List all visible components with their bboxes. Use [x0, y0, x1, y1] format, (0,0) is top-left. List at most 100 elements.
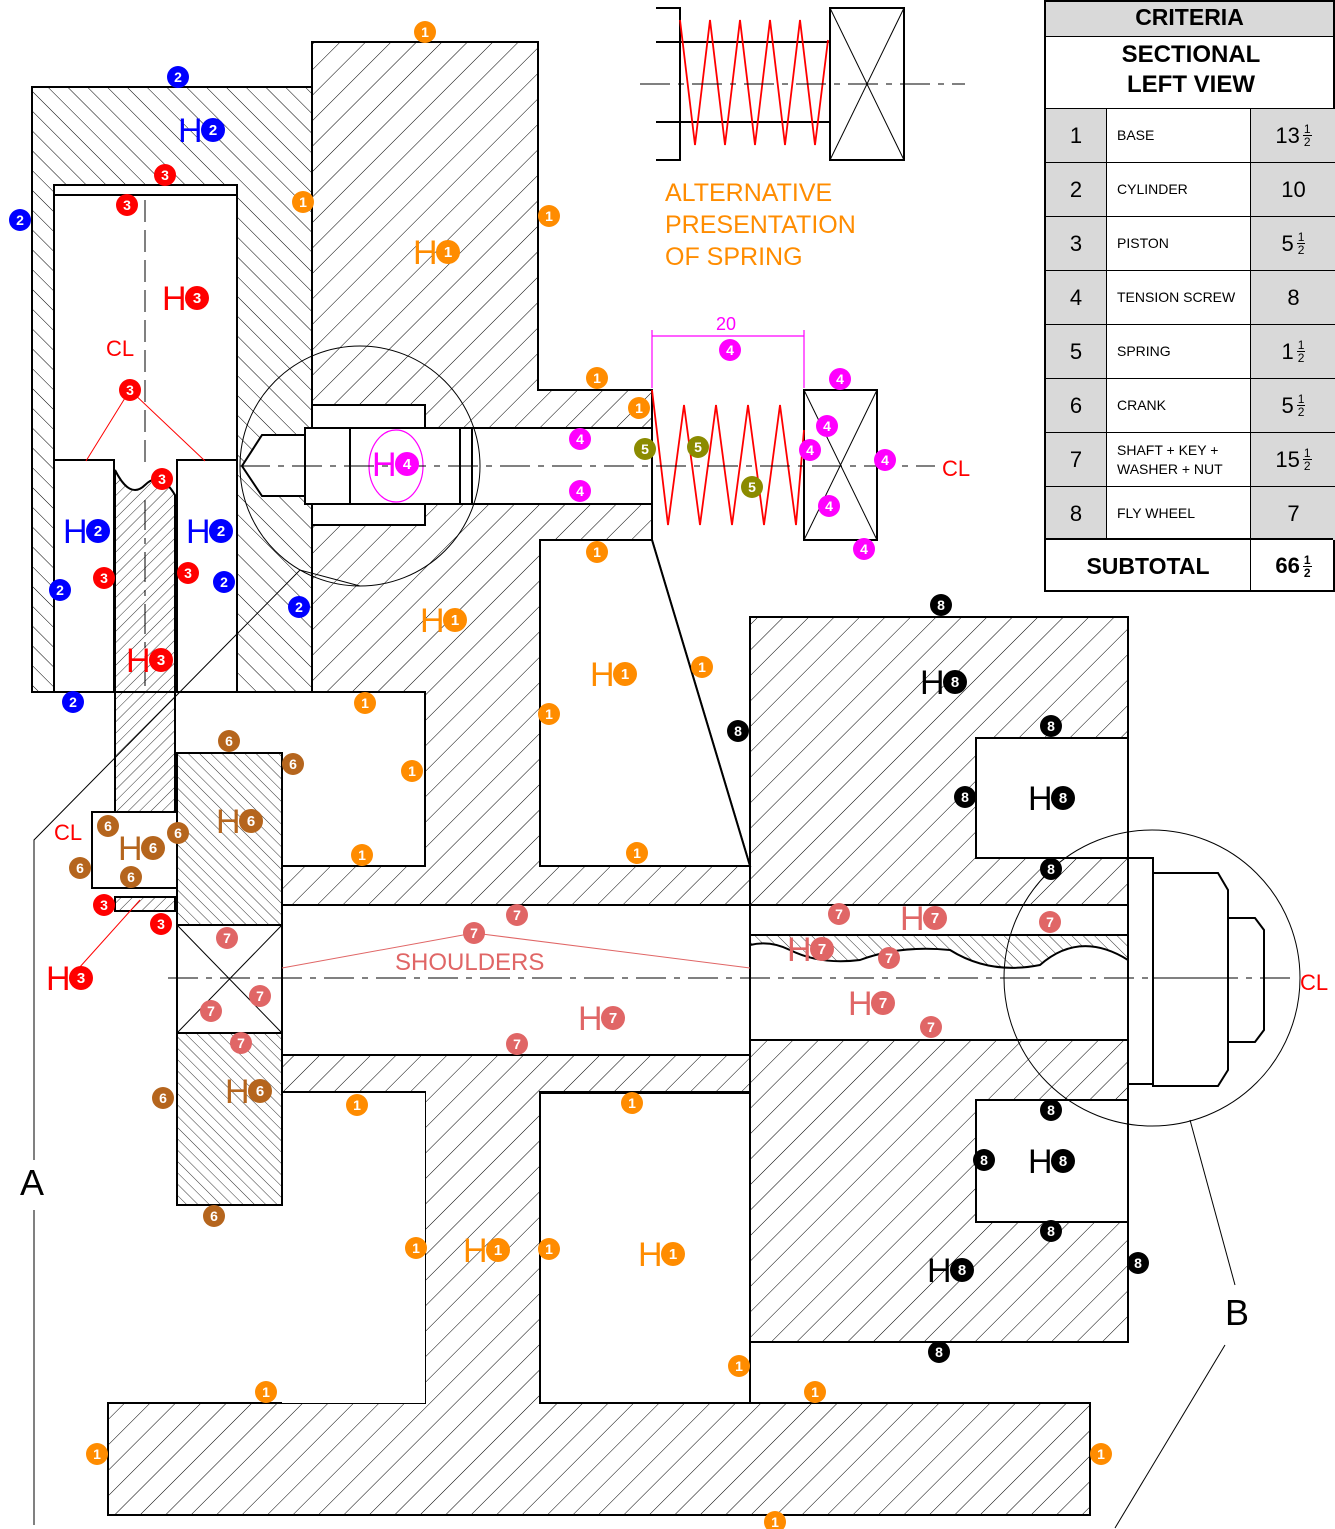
mark-frac-den: 2	[1303, 459, 1311, 473]
flywheel-hatch-tag: H	[1028, 1143, 1053, 1181]
spring-marker	[741, 476, 763, 498]
mark-frac-num: 1	[1302, 122, 1312, 136]
base-hatch-tag: H	[463, 1232, 488, 1270]
base-marker	[86, 1443, 108, 1465]
piston-marker-number: 3	[184, 565, 192, 581]
base-hatch-number: 1	[494, 1242, 502, 1259]
base-marker	[405, 1237, 427, 1259]
cl-label-crank: CL	[54, 820, 82, 845]
base-marker-number: 1	[735, 1358, 743, 1374]
flywheel-marker	[954, 786, 976, 808]
tension-screw-marker	[874, 449, 896, 471]
piston-hatch-number: 3	[157, 652, 165, 669]
piston-marker-number: 3	[161, 167, 169, 183]
shaft-marker	[1039, 911, 1061, 933]
cylinder-marker-number: 2	[56, 582, 64, 598]
base-hatch-number: 1	[444, 244, 452, 261]
base-hatch-marker	[661, 1242, 685, 1266]
mark-whole: 13	[1275, 122, 1300, 148]
crank-marker-number: 6	[76, 860, 84, 876]
crank-marker-number: 6	[104, 818, 112, 834]
base-hatch-tag: H	[413, 234, 438, 272]
mark-frac-num: 1	[1302, 446, 1312, 460]
flywheel-marker	[727, 720, 749, 742]
tension-screw-marker	[569, 428, 591, 450]
crank-marker	[282, 753, 304, 775]
base-marker	[691, 656, 713, 678]
subtotal-label: SUBTOTAL	[1086, 552, 1210, 579]
shaft-marker	[249, 985, 271, 1007]
flywheel-hatch-marker	[943, 670, 967, 694]
tension-screw-marker-number: 4	[576, 431, 584, 447]
base-marker	[628, 397, 650, 419]
shaft-marker-number: 7	[223, 930, 231, 946]
text-labels: ALTERNATIVE PRESENTATION OF SPRING 20 CL…	[20, 179, 1328, 1333]
cylinder-hatch-marker	[209, 519, 233, 543]
base-hatch-tag: H	[590, 656, 615, 694]
shaft-hatch-tag: H	[900, 900, 925, 938]
base-hatch-tag: H	[638, 1236, 663, 1274]
flywheel-hatch-marker	[950, 1258, 974, 1282]
alt-spring-drawing	[640, 7, 965, 161]
piston-marker	[154, 164, 176, 186]
piston-hatch-marker	[149, 648, 173, 672]
cylinder-marker	[62, 691, 84, 713]
tension-screw-hatch-tag: H	[372, 446, 397, 484]
base-marker-number: 1	[408, 763, 416, 779]
cylinder-marker	[213, 571, 235, 593]
shaft-marker	[463, 922, 485, 944]
crank-hatch-tag: H	[118, 830, 143, 868]
cylinder-marker-number: 2	[295, 599, 303, 615]
shaft-marker	[506, 1033, 528, 1055]
base-marker	[626, 842, 648, 864]
flywheel-hatch-number: 8	[958, 1262, 966, 1279]
part-number: 7	[1046, 433, 1106, 486]
piston-marker-number: 3	[100, 897, 108, 913]
shaft-hatch-marker	[810, 937, 834, 961]
piston-marker	[93, 894, 115, 916]
tension-screw-marker	[799, 439, 821, 461]
cylinder-hatch-marker	[201, 118, 225, 142]
flywheel-marker-number: 8	[961, 789, 969, 805]
tension-screw-hatch-number: 4	[403, 456, 412, 473]
subtotal-row: SUBTOTAL 66 1 2	[1046, 538, 1333, 592]
mark-whole: 10	[1281, 176, 1306, 202]
flywheel-hatch-tag: H	[1028, 780, 1053, 818]
base-marker-number: 1	[811, 1384, 819, 1400]
base-marker-number: 1	[633, 845, 641, 861]
tension-screw-marker-number: 4	[806, 442, 814, 458]
piston-rod	[114, 469, 176, 912]
mark-frac-den: 2	[1297, 351, 1305, 365]
base-hatch-number: 1	[621, 666, 629, 683]
piston-hatch-number: 3	[77, 970, 85, 987]
tension-screw-marker-number: 4	[726, 342, 734, 358]
base-hatch-number: 1	[669, 1246, 677, 1263]
crank-hatch-marker	[248, 1079, 272, 1103]
crank-hatch-number: 6	[256, 1083, 264, 1100]
flywheel-marker	[928, 1341, 950, 1363]
flywheel-marker-number: 8	[1134, 1255, 1142, 1271]
base-marker-number: 1	[545, 208, 553, 224]
cylinder-marker	[288, 596, 310, 618]
subtotal-whole: 66	[1275, 553, 1300, 578]
base-hatch-tag: H	[420, 602, 445, 640]
mark-whole: 15	[1275, 446, 1300, 472]
piston-marker	[116, 194, 138, 216]
piston-hatch-marker	[185, 286, 209, 310]
crank-marker-number: 6	[225, 733, 233, 749]
part-name: BASE	[1106, 109, 1250, 162]
flywheel-marker-number: 8	[1047, 861, 1055, 877]
part-name: PISTON	[1106, 217, 1250, 270]
mark-frac-num: 1	[1296, 230, 1306, 244]
base-marker	[1090, 1443, 1112, 1465]
base-marker-number: 1	[545, 706, 553, 722]
part-number: 1	[1046, 109, 1106, 162]
spring-marker-number: 5	[641, 441, 649, 457]
flywheel-marker	[1040, 715, 1062, 737]
detail-outlines	[33, 345, 1301, 1529]
cylinder-marker	[9, 209, 31, 231]
flywheel-hatch-marker	[1051, 1149, 1075, 1173]
base-hatch-number: 1	[451, 612, 459, 629]
base-marker	[346, 1094, 368, 1116]
